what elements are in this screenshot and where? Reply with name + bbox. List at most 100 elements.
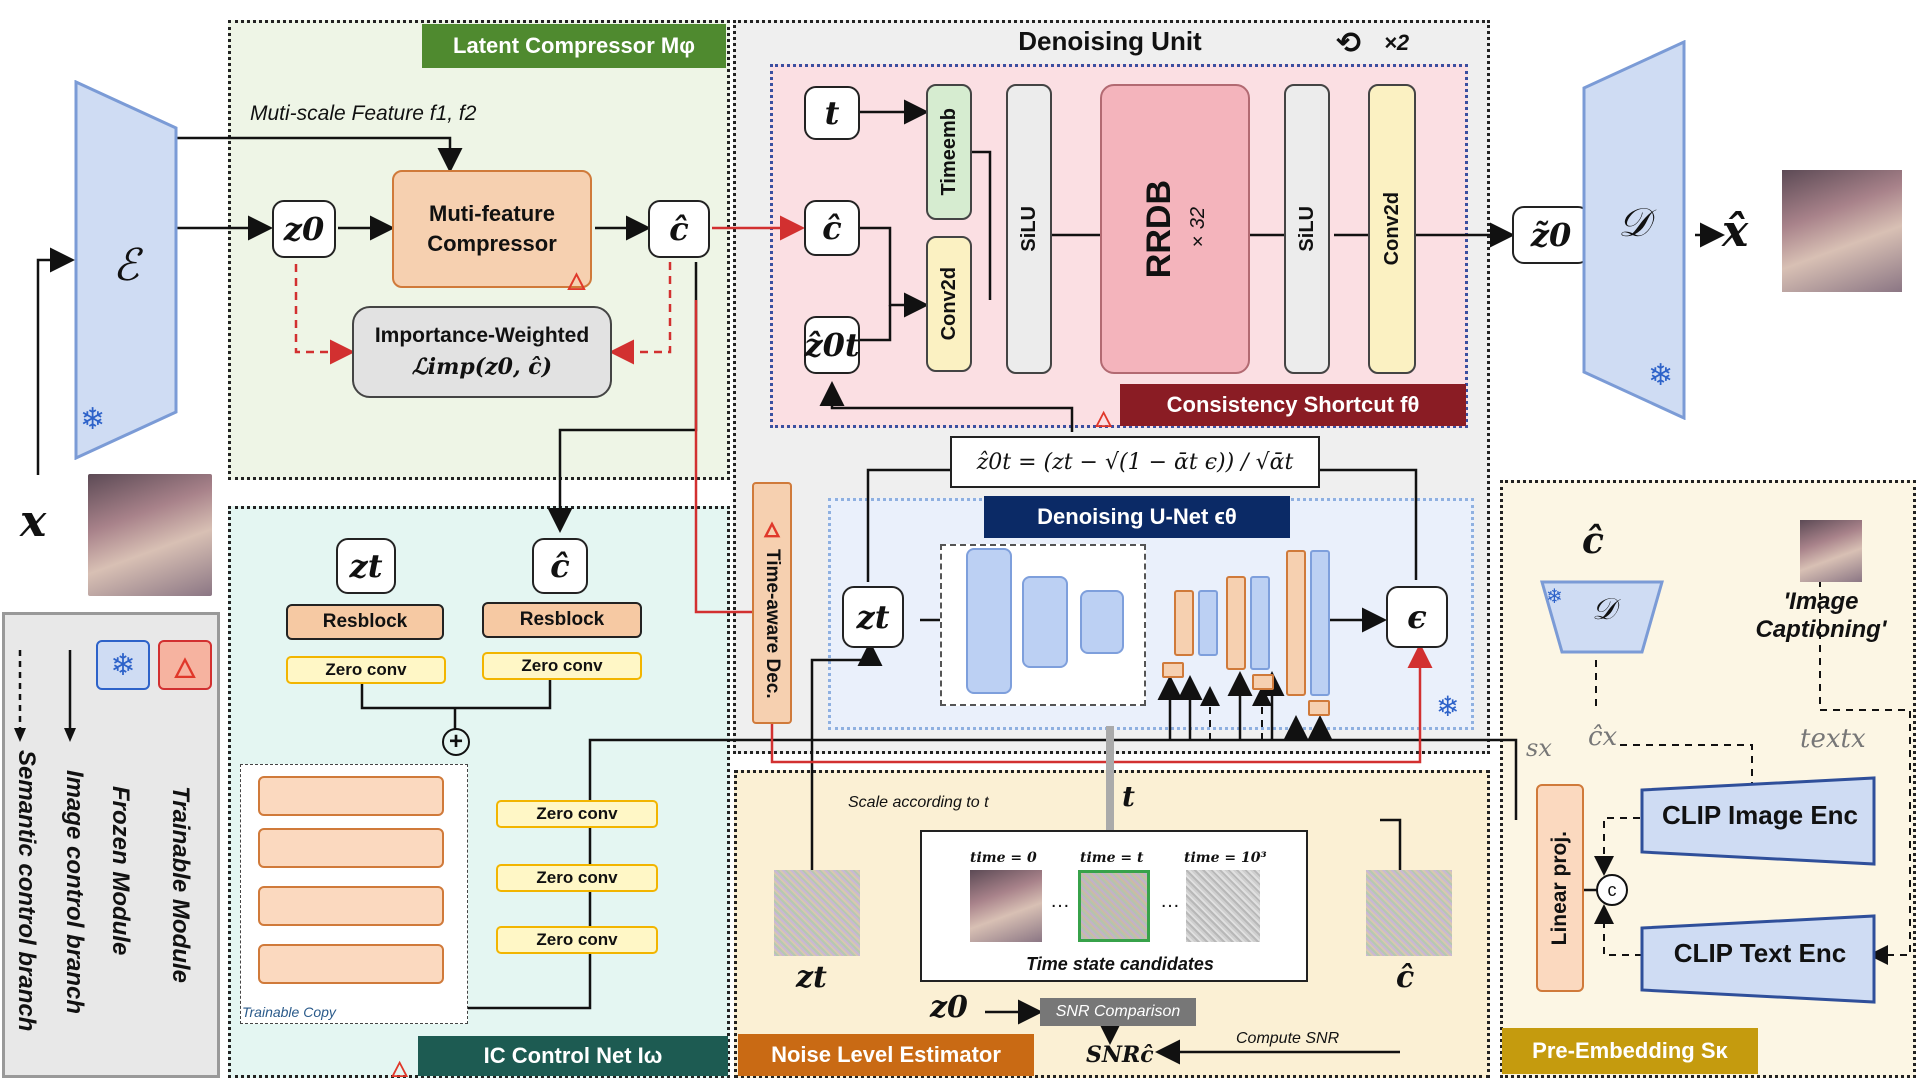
noise-estimator-title: Noise Level Estimator bbox=[738, 1034, 1034, 1076]
unet-up-blue-1 bbox=[1198, 590, 1218, 656]
output-x-hat-label: x̂ bbox=[1722, 206, 1749, 257]
z0-node: z0 bbox=[272, 200, 336, 258]
c-hat-control-node: ĉ bbox=[532, 538, 588, 594]
c-estimator-label: ĉ bbox=[1396, 960, 1415, 995]
unet-adapter-1 bbox=[1162, 662, 1184, 678]
image-captioning-label: 'Image Captioning' bbox=[1755, 588, 1887, 643]
unet-adapter-3 bbox=[1308, 700, 1330, 716]
shortcut-flame-icon: 🜂 bbox=[1094, 407, 1114, 432]
timeemb-block: Timeemb bbox=[926, 84, 972, 220]
pre-decoder-frozen-icon: ❄ bbox=[1546, 586, 1563, 608]
resblock-right: Resblock bbox=[482, 602, 642, 638]
encoder-frozen-icon: ❄ bbox=[80, 403, 106, 436]
pre-decoder-symbol: 𝒟 bbox=[1592, 592, 1616, 627]
scale-label: Scale according to t bbox=[848, 794, 989, 811]
unet-up-blue-2 bbox=[1250, 576, 1270, 670]
zt-control-node: zt bbox=[336, 538, 396, 594]
compressor-label: Muti-feature Compressor bbox=[427, 201, 557, 256]
c-x-label: ĉx bbox=[1588, 722, 1618, 752]
ellipsis-1: … bbox=[1050, 890, 1070, 912]
zt-unet-node: zt bbox=[842, 586, 904, 648]
ellipsis-2: … bbox=[1160, 890, 1180, 912]
pre-decoder-shape bbox=[1540, 580, 1664, 654]
time-label-t: time = t bbox=[1080, 850, 1144, 866]
rrdb-label: RRDB bbox=[1140, 179, 1178, 279]
multifeature-compressor: Muti-feature Compressor bbox=[392, 170, 592, 288]
input-image bbox=[88, 474, 212, 596]
legend-image-branch: Image control branch bbox=[61, 770, 88, 1015]
time-candidate-noise bbox=[1186, 870, 1260, 942]
trainable-copy-label: Trainable Copy bbox=[242, 1004, 336, 1020]
encoder-symbol: ℰ bbox=[112, 240, 140, 291]
unet-down-block-1 bbox=[966, 548, 1012, 694]
clip-text-label: CLIP Text Enc bbox=[1673, 938, 1847, 968]
decoder-shape bbox=[1582, 40, 1686, 420]
rrdb-multiplier: ×32 bbox=[1187, 206, 1209, 252]
candidates-title: Time state candidates bbox=[1026, 954, 1214, 974]
legend-semantic-branch: Semantic control branch bbox=[13, 750, 40, 1032]
legend-trainable: Trainable Module bbox=[167, 786, 194, 983]
decoder-flame-icon: 🜂 bbox=[763, 519, 781, 542]
trainable-legend-icon: 🜂 bbox=[158, 640, 212, 690]
time-candidate-clean bbox=[970, 870, 1042, 942]
t-node: t bbox=[804, 86, 860, 140]
consistency-formula: ẑ0t = (zt − √(1 − ᾱt ϵ)) / √ᾱt bbox=[950, 436, 1320, 488]
ic-flame-icon: 🜂 bbox=[390, 1057, 410, 1082]
text-x-label: textx bbox=[1800, 724, 1866, 754]
epsilon-node: ϵ bbox=[1386, 586, 1448, 648]
repeat-icon: ⟲ bbox=[1336, 27, 1362, 60]
pre-embedding-title: Pre-Embedding Sκ bbox=[1502, 1028, 1758, 1074]
legend-frozen: Frozen Module bbox=[107, 786, 134, 956]
clip-image-shape bbox=[1640, 776, 1876, 866]
ic-control-title: IC Control Net Iω bbox=[418, 1036, 728, 1076]
unet-frozen-icon: ❄ bbox=[1436, 691, 1460, 722]
zero-conv-top-right: Zero conv bbox=[482, 652, 642, 680]
copy-block-4 bbox=[258, 944, 444, 984]
caption-image bbox=[1800, 520, 1862, 582]
unet-up-blue-3 bbox=[1310, 550, 1330, 696]
unet-down-block-3 bbox=[1080, 590, 1124, 654]
frozen-legend-icon: ❄ bbox=[96, 640, 150, 690]
z0t-hat-node: ẑ0t bbox=[804, 316, 860, 374]
decoder-symbol: 𝒟 bbox=[1618, 200, 1650, 246]
output-image bbox=[1782, 170, 1902, 292]
legend-arrows bbox=[14, 650, 76, 742]
unet-title: Denoising U-Net ϵθ bbox=[984, 496, 1290, 538]
latent-compressor-title: Latent Compressor Mφ bbox=[422, 24, 726, 68]
encoder-shape bbox=[74, 80, 178, 460]
copy-block-3 bbox=[258, 886, 444, 926]
time-aware-dec-label: Time-aware Dec. bbox=[762, 548, 783, 699]
clip-text-shape bbox=[1640, 914, 1876, 1004]
rrdb-block: RRDB ×32 bbox=[1100, 84, 1250, 374]
conv2d-block-right: Conv2d bbox=[1368, 84, 1416, 374]
conv2d-block-left: Conv2d bbox=[926, 236, 972, 372]
z0-tilde-node: z̃0 bbox=[1512, 206, 1590, 264]
compute-snr-label: Compute SNR bbox=[1236, 1030, 1340, 1047]
zero-conv-1: Zero conv bbox=[496, 800, 658, 828]
resblock-left: Resblock bbox=[286, 604, 444, 640]
consistency-shortcut-title: Consistency Shortcut fθ bbox=[1120, 384, 1466, 426]
time-label-0: time = 0 bbox=[970, 850, 1037, 866]
z0-estimator-label: z0 bbox=[930, 990, 968, 1025]
t-estimator-label: t bbox=[1122, 780, 1135, 813]
compressor-flame-icon: 🜂 bbox=[566, 269, 587, 296]
pre-c-hat-label: ĉ bbox=[1582, 520, 1604, 562]
zt-estimator-label: zt bbox=[796, 960, 827, 995]
time-candidate-t bbox=[1078, 870, 1150, 942]
denoising-unit-title: Denoising Unit bbox=[1018, 26, 1202, 56]
loss-title: Importance-Weighted bbox=[374, 324, 590, 347]
linear-proj-block: Linear proj. bbox=[1536, 784, 1584, 992]
decoder-frozen-icon: ❄ bbox=[1648, 359, 1674, 392]
c-hat-input-node: ĉ bbox=[804, 200, 860, 256]
repeat-count: ×2 bbox=[1384, 30, 1410, 55]
copy-block-1 bbox=[258, 776, 444, 816]
s-x-label: sx bbox=[1526, 734, 1552, 762]
snr-comparison-box: SNR Comparison bbox=[1040, 998, 1196, 1026]
snr-label: SNRĉ bbox=[1086, 1042, 1154, 1068]
silu-block-left: SiLU bbox=[1006, 84, 1052, 374]
zero-conv-3: Zero conv bbox=[496, 926, 658, 954]
input-x-label: x bbox=[20, 496, 47, 547]
time-label-1000: time = 10³ bbox=[1184, 850, 1267, 866]
zero-conv-2: Zero conv bbox=[496, 864, 658, 892]
add-operator-icon: + bbox=[442, 728, 470, 756]
